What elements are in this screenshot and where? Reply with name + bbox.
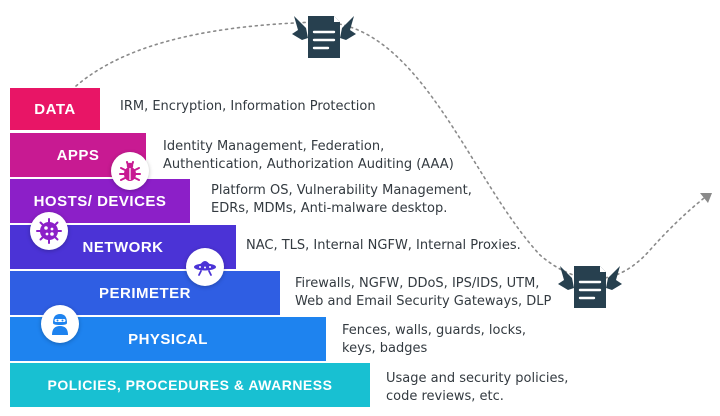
bug-icon (111, 152, 149, 190)
layer-description-policies: Usage and security policies, code review… (386, 370, 568, 406)
description-line: Platform OS, Vulnerability Management, (211, 183, 472, 198)
description-line: keys, badges (342, 341, 428, 356)
layer-label: APPS (56, 146, 100, 164)
winged-document-icon (558, 266, 622, 308)
layer-label: NETWORK (82, 238, 164, 256)
layer-label: DATA (34, 100, 76, 118)
layer-description-hosts: Platform OS, Vulnerability Management, E… (211, 182, 472, 218)
description-line: Usage and security policies, (386, 371, 569, 386)
layer-description-network: NAC, TLS, Internal NGFW, Internal Proxie… (246, 237, 521, 255)
hacker-icon (41, 305, 79, 343)
ufo-icon (186, 248, 224, 286)
description-line: Firewalls, NGFW, DDoS, IPS/IDS, UTM, (295, 276, 540, 291)
virus-icon (30, 212, 68, 250)
description-line: code reviews, etc. (386, 389, 504, 404)
description-line: Authentication, Authorization Auditing (… (163, 157, 454, 172)
description-line: NAC, TLS, Internal NGFW, Internal Proxie… (246, 238, 521, 253)
layer-label: PHYSICAL (128, 330, 208, 348)
winged-document-icon (292, 16, 356, 58)
layer-label: PERIMETER (98, 284, 191, 302)
description-line: Identity Management, Federation, (163, 139, 385, 154)
layer-data: DATA (10, 88, 100, 130)
description-line: EDRs, MDMs, Anti-malware desktop. (211, 201, 448, 216)
description-line: Web and Email Security Gateways, DLP (295, 294, 552, 309)
layer-label: POLICIES, PROCEDURES & AWARNESS (47, 377, 333, 393)
layer-description-data: IRM, Encryption, Information Protection (120, 98, 376, 116)
description-line: Fences, walls, guards, locks, (342, 323, 527, 338)
layer-description-physical: Fences, walls, guards, locks, keys, badg… (342, 322, 526, 358)
layer-label: HOSTS/ DEVICES (33, 192, 167, 210)
layer-hosts-devices: HOSTS/ DEVICES (10, 179, 190, 223)
layer-description-apps: Identity Management, Federation, Authent… (163, 138, 454, 174)
layer-policies-procedures-awareness: POLICIES, PROCEDURES & AWARNESS (10, 363, 370, 407)
layer-description-perimeter: Firewalls, NGFW, DDoS, IPS/IDS, UTM, Web… (295, 275, 551, 311)
description-line: IRM, Encryption, Information Protection (120, 99, 376, 114)
